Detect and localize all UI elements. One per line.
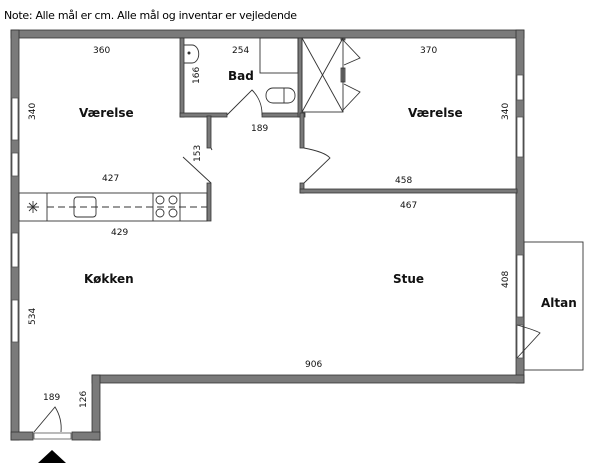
doors [33, 89, 541, 433]
entrance-arrow-icon [38, 450, 66, 463]
dim-bedroom-right-bottom: 458 [395, 176, 412, 186]
windows [11, 74, 524, 440]
dim-bedroom-left-top: 360 [93, 46, 110, 56]
room-label-living: Stue [393, 272, 424, 286]
dim-kitchen-side: 534 [28, 308, 38, 325]
room-label-bathroom: Bad [228, 69, 254, 83]
room-label-bedroom-left: Værelse [79, 106, 134, 120]
dim-bedroom-left-bottom: 427 [102, 174, 119, 184]
dim-bedroom-left-side: 340 [28, 103, 38, 120]
dim-bathroom-top: 254 [232, 46, 249, 56]
dim-entry-depth: 126 [79, 391, 89, 408]
dim-kitchen-counter: 429 [111, 228, 128, 238]
dim-entry-width: 189 [43, 393, 60, 403]
outer-walls [10, 29, 525, 441]
kitchen-counter [18, 192, 208, 222]
bathroom-fixtures [184, 37, 299, 104]
room-label-balcony: Altan [541, 296, 577, 310]
dim-bedroom-right-top: 370 [420, 46, 437, 56]
closet [301, 37, 361, 113]
dim-bottom-long: 906 [305, 360, 322, 370]
dim-living-top: 467 [400, 201, 417, 211]
dim-bathroom-door: 189 [251, 124, 268, 134]
room-label-bedroom-right: Værelse [408, 106, 463, 120]
dim-living-side: 408 [501, 271, 511, 288]
dim-bathroom-side: 166 [192, 67, 202, 84]
inner-walls [179, 37, 518, 222]
dim-hall-door: 153 [193, 145, 203, 162]
note-text: Note: Alle mål er cm. Alle mål og invent… [4, 9, 297, 22]
room-label-kitchen: Køkken [84, 272, 134, 286]
dim-bedroom-right-side: 340 [501, 103, 511, 120]
